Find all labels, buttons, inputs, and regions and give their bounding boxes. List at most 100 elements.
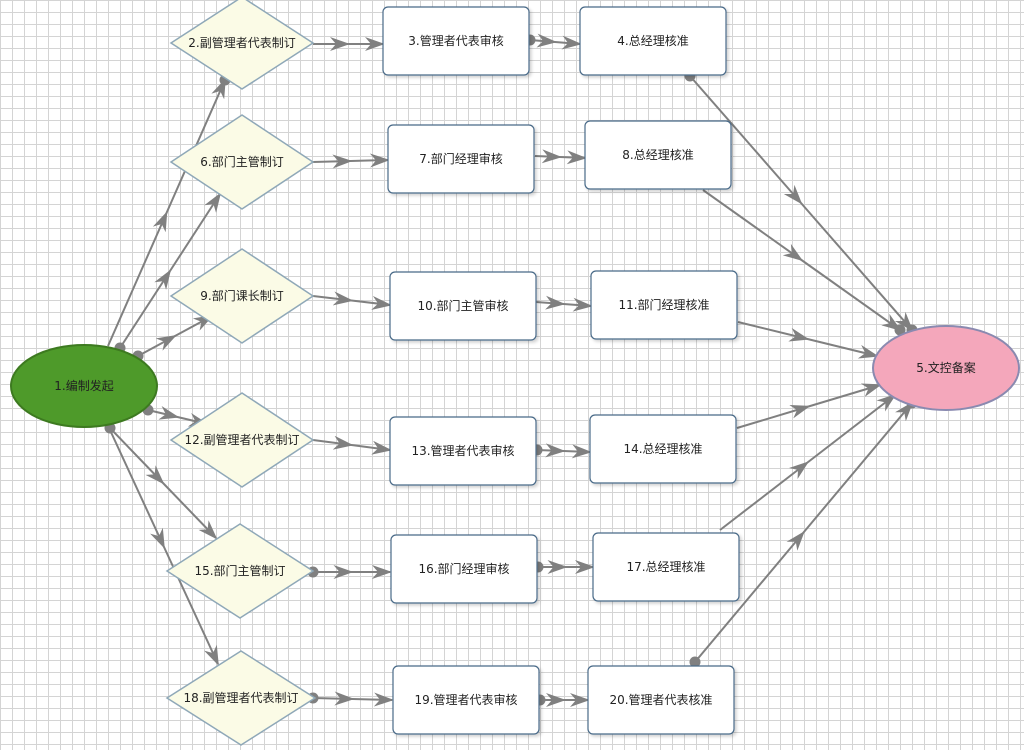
process-box bbox=[589, 414, 737, 484]
connector-n9-n10[interactable] bbox=[312, 291, 392, 310]
node-label: 10.部门主管审核 bbox=[417, 298, 508, 313]
process-box bbox=[389, 416, 537, 486]
node-label: 19.管理者代表审核 bbox=[414, 692, 517, 707]
decision-node-n6[interactable]: 6.部门主管制订 bbox=[169, 114, 315, 210]
decision-diamond bbox=[169, 114, 315, 210]
connector-line bbox=[702, 189, 902, 332]
connector-n3-n4[interactable] bbox=[524, 33, 582, 50]
connector-n11-n5[interactable] bbox=[737, 321, 879, 359]
node-label: 6.部门主管制订 bbox=[200, 154, 283, 169]
process-node-n17[interactable]: 17.总经理核准 bbox=[592, 532, 740, 602]
connector-line bbox=[312, 435, 392, 455]
connector-line bbox=[736, 383, 882, 429]
connector-start-dot bbox=[689, 656, 701, 668]
connector-line bbox=[109, 429, 219, 666]
connector-line bbox=[147, 406, 209, 427]
connector-n7-n8[interactable] bbox=[534, 149, 587, 165]
node-label: 8.总经理核准 bbox=[622, 148, 693, 162]
node-label: 16.部门经理审核 bbox=[418, 561, 509, 576]
process-node-n20[interactable]: 20.管理者代表核准 bbox=[587, 665, 735, 735]
connector-end-dot bbox=[894, 324, 906, 336]
connector-n12-n13[interactable] bbox=[312, 435, 392, 455]
connector-line bbox=[312, 291, 392, 310]
process-box bbox=[587, 665, 735, 735]
process-node-n16[interactable]: 16.部门经理审核 bbox=[390, 534, 538, 604]
process-node-n19[interactable]: 19.管理者代表审核 bbox=[392, 665, 540, 735]
node-label: 17.总经理核准 bbox=[626, 560, 705, 574]
decision-node-n15[interactable]: 15.部门主管制订 bbox=[165, 523, 315, 619]
node-label: 12.副管理者代表制订 bbox=[184, 432, 299, 447]
process-node-n4[interactable]: 4.总经理核准 bbox=[579, 6, 727, 76]
node-label: 15.部门主管制订 bbox=[194, 563, 285, 578]
process-box bbox=[584, 120, 732, 190]
connector-n14-n5[interactable] bbox=[736, 383, 882, 429]
node-label: 2.副管理者代表制订 bbox=[188, 35, 295, 50]
connector-line bbox=[737, 321, 879, 359]
connector-line bbox=[535, 295, 593, 312]
decision-diamond bbox=[169, 392, 315, 488]
process-node-n13[interactable]: 13.管理者代表审核 bbox=[389, 416, 537, 486]
end-ellipse bbox=[872, 325, 1020, 411]
start-ellipse bbox=[10, 344, 158, 428]
decision-node-n2[interactable]: 2.副管理者代表制订 bbox=[169, 0, 315, 90]
process-box bbox=[579, 6, 727, 76]
node-label: 7.部门经理审核 bbox=[419, 151, 502, 166]
connector-n18-n19[interactable] bbox=[307, 691, 394, 707]
connector-n10-n11[interactable] bbox=[535, 295, 593, 312]
start-node-n1[interactable]: 1.编制发起 bbox=[10, 344, 158, 428]
connector-line bbox=[109, 427, 218, 540]
connector-n1-n12[interactable] bbox=[142, 404, 209, 427]
connector-line bbox=[534, 149, 587, 165]
node-label: 4.总经理核准 bbox=[617, 34, 688, 48]
nodes: 1.编制发起 2.副管理者代表制订 3.管理者代表审核 4.总经理核准 5.文控备案 6.… bbox=[10, 0, 1020, 746]
decision-diamond bbox=[169, 0, 315, 90]
decision-diamond bbox=[165, 523, 315, 619]
connector-line bbox=[312, 153, 390, 169]
process-node-n11[interactable]: 11.部门经理核准 bbox=[590, 270, 738, 340]
connector-n13-n14[interactable] bbox=[531, 443, 592, 459]
process-box bbox=[392, 665, 540, 735]
connector-line bbox=[694, 401, 914, 663]
node-label: 20.管理者代表核准 bbox=[609, 692, 712, 707]
process-node-n10[interactable]: 10.部门主管审核 bbox=[389, 271, 537, 341]
connector-line bbox=[719, 393, 897, 531]
decision-node-n9[interactable]: 9.部门课长制订 bbox=[169, 248, 315, 344]
connector-line bbox=[536, 443, 592, 459]
process-box bbox=[387, 124, 535, 194]
connector-line bbox=[119, 192, 222, 349]
process-box bbox=[390, 534, 538, 604]
process-box bbox=[382, 6, 530, 76]
decision-node-n12[interactable]: 12.副管理者代表制订 bbox=[169, 392, 315, 488]
connector-n15-n16[interactable] bbox=[307, 565, 392, 579]
end-node-n5[interactable]: 5.文控备案 bbox=[872, 325, 1020, 411]
connector-n19-n20[interactable] bbox=[534, 693, 590, 707]
process-node-n7[interactable]: 7.部门经理审核 bbox=[387, 124, 535, 194]
decision-diamond bbox=[169, 248, 315, 344]
node-label: 14.总经理核准 bbox=[623, 442, 702, 456]
decision-node-n18[interactable]: 18.副管理者代表制订 bbox=[165, 650, 317, 746]
decision-diamond bbox=[165, 650, 317, 746]
connector-n6-n7[interactable] bbox=[312, 153, 390, 169]
node-label: 9.部门课长制订 bbox=[200, 288, 283, 303]
node-label: 3.管理者代表审核 bbox=[408, 33, 503, 48]
connector-line bbox=[137, 315, 214, 357]
connector-n16-n17[interactable] bbox=[532, 560, 595, 574]
connector-line bbox=[312, 691, 394, 707]
process-node-n14[interactable]: 14.总经理核准 bbox=[589, 414, 737, 484]
process-box bbox=[389, 271, 537, 341]
connector-n17-n5[interactable] bbox=[719, 393, 897, 531]
process-node-n3[interactable]: 3.管理者代表审核 bbox=[382, 6, 530, 76]
process-node-n8[interactable]: 8.总经理核准 bbox=[584, 120, 732, 190]
node-label: 11.部门经理核准 bbox=[618, 297, 709, 312]
connector-n1-n18[interactable] bbox=[109, 429, 219, 666]
connector-n1-n9[interactable] bbox=[132, 315, 214, 362]
connectors bbox=[104, 33, 918, 707]
process-box bbox=[592, 532, 740, 602]
connector-line bbox=[529, 33, 582, 50]
node-label: 18.副管理者代表制订 bbox=[183, 690, 298, 705]
node-label: 5.文控备案 bbox=[916, 360, 975, 375]
node-label: 1.编制发起 bbox=[54, 378, 113, 393]
connector-n8-n5[interactable] bbox=[702, 189, 906, 336]
process-box bbox=[590, 270, 738, 340]
